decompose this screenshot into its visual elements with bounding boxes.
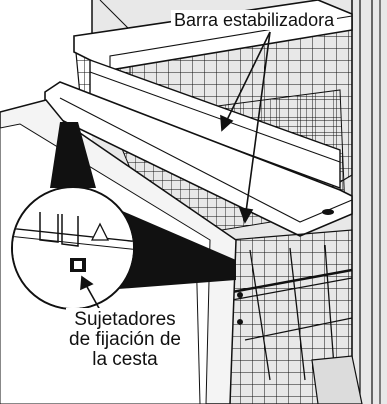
callout-cone xyxy=(50,122,96,188)
fastener-arrow xyxy=(80,275,101,311)
stabilizer-bar-lower xyxy=(44,81,353,237)
lower-basket xyxy=(229,229,363,404)
basket-fasteners-label-line3: la cesta xyxy=(92,349,158,371)
zoom-detail xyxy=(11,186,135,310)
stabilizer-bar-arrows xyxy=(220,31,271,224)
basket-fasteners-label: Sujetadores de fijación de la cesta xyxy=(66,308,184,373)
basket-fasteners-label-line1: Sujetadores xyxy=(74,309,176,330)
basket-fasteners-label-line2: de fijación de xyxy=(69,329,181,351)
stabilizer-bar-label: Barra estabilizadora xyxy=(171,10,338,30)
